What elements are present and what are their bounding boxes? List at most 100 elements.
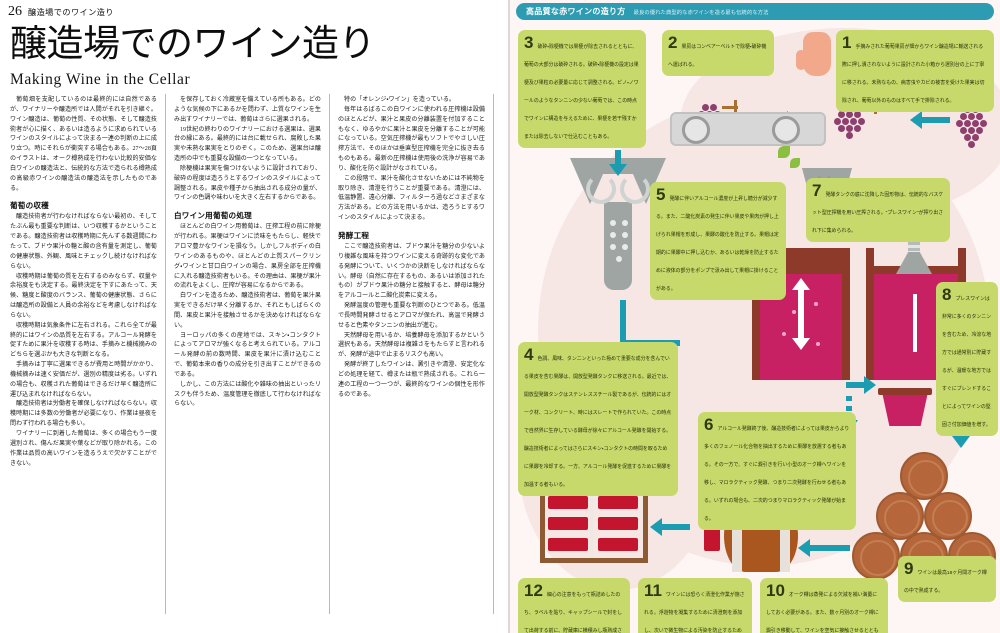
barrel-top bbox=[900, 452, 948, 500]
callout-text-4: 色調、風味、タンニンといった極めて重要な成分を含んでいる果皮を含む果醪は、開放型… bbox=[524, 357, 672, 488]
barrel-mid-left bbox=[876, 492, 924, 540]
body-paragraph: 毎年はるばるこの白ワインに使われる圧搾機は設備のほとんどが、果汁と果皮の分離装置… bbox=[338, 106, 485, 172]
arrow-head-left-1 bbox=[910, 111, 922, 129]
arrow-step1-to-2 bbox=[922, 117, 950, 123]
dashed-flow-indicator bbox=[846, 396, 852, 422]
arrow-bottle-to-rack bbox=[662, 524, 690, 530]
callout-text-7: 発酵タンクの底に沈降した固形物は、伝統的なバスケット型圧搾機を用い圧搾される。"… bbox=[812, 193, 944, 234]
arrow-crusher-to-tank bbox=[620, 300, 626, 344]
arrow-barrels-to-topping bbox=[810, 545, 850, 551]
body-paragraph: ここで醸造技術者は、ブドウ果汁を糖分の少ないより複雑な風味を持つワインに変える奇… bbox=[338, 243, 485, 300]
infographic-page: 高品質な赤ワインの造り方 最良の優れた典型的な赤ワインを造る最も伝統的な方法 bbox=[510, 0, 1000, 633]
callout-number-7: 7 bbox=[812, 181, 822, 200]
arrow-into-crusher bbox=[615, 150, 621, 166]
callout-number-5: 5 bbox=[656, 185, 666, 204]
callout-text-11: ワインには恐らく清澄化作業が施される。浮遊物を凝集するために清澄剤を添加し、次い… bbox=[644, 593, 745, 633]
callout-text-2: 果房はコンベアーベルトで除梗・破砕機へ運ばれる。 bbox=[668, 45, 767, 68]
body-paragraph: 発酵温度の管理も重要な判断のひとつである。低温で長時間発酵させるとアロマが保たれ… bbox=[338, 303, 485, 329]
callout-step-4: 4 色調、風味、タンニンといった極めて重要な成分を含んでいる果皮を含む果醪は、開… bbox=[518, 342, 678, 496]
body-paragraph: 葡萄畑を支配しているのは最終的には自然であるが、ワイナリーや醸造所では人間がそれ… bbox=[10, 97, 157, 192]
callout-number-3: 3 bbox=[524, 33, 534, 52]
page-title: 醸造場でのワイン造り Making Wine in the Cellar bbox=[10, 24, 376, 89]
body-paragraph: 醸造技術者が行わなければならない最初の、そしてたぶん最も重要な判断は、いつ収穫す… bbox=[10, 214, 157, 270]
body-paragraph: 収穫時期は気象条件に左右される。これら全てが最終的にはワインの品質を左右する。ア… bbox=[10, 322, 157, 359]
callout-text-9: ワインは最高18ヶ月間オーク樽の中で熟成する。 bbox=[904, 571, 987, 594]
callout-text-5: 発酵に伴いアルコール濃度が上昇し糖分が減少する。また、二酸化炭素の発生に伴い果皮… bbox=[656, 197, 779, 292]
running-head-text: 醸造場でのワイン造り bbox=[28, 8, 114, 17]
article-column-1: 葡萄畑を支配しているのは最終的には自然であるが、ワイナリーや醸造所では人間がそれ… bbox=[10, 94, 166, 624]
callout-step-1: 1 手摘みされた葡萄果房が畑からワイン醸造場に輸送される際に押し潰されないように… bbox=[836, 30, 994, 112]
body-paragraph: を保存しておく冷蔵室を備えている所もある。どのような気候の下にあるかを問わず、上… bbox=[174, 97, 321, 123]
body-paragraph: 収穫時期は葡萄の質を左右するのみならず、収量や余裕度をも決定する。最終決定を下す… bbox=[10, 273, 157, 319]
arrow-tank-to-press bbox=[846, 382, 868, 388]
body-paragraph: 天然酵母を用いるか、培養酵母を添加するかという選択もある。天然酵母は複雑さをもた… bbox=[338, 332, 485, 359]
section-heading: 発酵工程 bbox=[338, 230, 370, 240]
article-columns: 葡萄畑を支配しているのは最終的には自然であるが、ワイナリーや醸造所では人間がそれ… bbox=[10, 94, 502, 624]
press-wine-basin bbox=[882, 392, 928, 426]
leaf-decor-2 bbox=[790, 158, 800, 168]
callout-number-6: 6 bbox=[704, 415, 714, 434]
callout-text-1: 手摘みされた葡萄果房が畑からワイン醸造場に輸送される際に押し潰されないように設計… bbox=[842, 45, 985, 104]
infographic-banner: 高品質な赤ワインの造り方 最良の優れた典型的な赤ワインを造る最も伝統的な方法 bbox=[516, 3, 994, 20]
press-wine-basin-rim bbox=[878, 388, 932, 395]
arrow-head-down-4 bbox=[952, 436, 970, 448]
body-paragraph: 手摘みは丁寧に選果できるが費用と時間がかかり、機械摘みは速く安価だが、選別の精度… bbox=[10, 362, 157, 398]
callout-number-11: 11 bbox=[644, 581, 662, 600]
body-paragraph: 19世紀の終わりのワイナリーにおける選果は、選果台の縁にある。最終的には台に載せ… bbox=[174, 126, 321, 163]
callout-number-10: 10 bbox=[766, 581, 785, 600]
callout-step-5: 5 発酵に伴いアルコール濃度が上昇し糖分が減少する。また、二酸化炭素の発生に伴い… bbox=[650, 182, 786, 300]
body-paragraph: 特の「オレンジ・ワイン」を造っている。 bbox=[344, 97, 455, 103]
body-paragraph: ほとんどの白ワイン用葡萄は、圧搾工程の前に除梗が行われる。果梗はワインに渋味をも… bbox=[174, 224, 321, 290]
banner-subtitle: 最良の優れた典型的な赤ワインを造る最も伝統的な方法 bbox=[633, 9, 769, 16]
arrow-head-down-1 bbox=[609, 164, 627, 176]
page-gutter bbox=[508, 0, 510, 633]
callout-step-6: 6 アルコール発酵終了後、醸造技術者によっては果皮からより多くのフェノール化合物… bbox=[698, 412, 856, 530]
callout-step-11: 11 ワインには恐らく清澄化作業が施される。浮遊物を凝集するために清澄剤を添加し… bbox=[638, 578, 752, 633]
body-paragraph: 醸造技術者は労働者を確保しなければならない。収穫時期には多数の労働者が必要になり… bbox=[10, 401, 157, 428]
callout-step-8: 8 プレスワインは非常に多くのタンニンを含むため、冷涼な地方では通常別に貯蔵する… bbox=[936, 282, 998, 436]
arrow-head-right-1 bbox=[864, 376, 876, 394]
callout-step-12: 12 細心の注意をもって瓶詰めしたのち、ラベルを貼り、キャップシールで封をして出… bbox=[518, 578, 630, 633]
arrow-head-left-3 bbox=[798, 539, 810, 557]
leaf-decor-1 bbox=[778, 146, 790, 158]
body-paragraph: 白ワインを造るため、醸造技術者は、葡萄を果汁果実をできるだけ早く分離するか、それ… bbox=[174, 293, 321, 329]
callout-text-6: アルコール発酵終了後、醸造技術者によっては果皮からより多くのフェノール化合物を抽… bbox=[704, 427, 850, 522]
conveyor-roller-right bbox=[772, 116, 800, 144]
callout-step-2: 2 果房はコンベアーベルトで除梗・破砕機へ運ばれる。 bbox=[662, 30, 774, 76]
callout-step-3: 3 破砕・除梗機では果梗が除去されるとともに、葡萄の大部分は破砕される。破砕・除… bbox=[518, 30, 646, 148]
callout-number-2: 2 bbox=[668, 33, 678, 52]
left-text-page: 26 醸造場でのワイン造り 醸造場でのワイン造り Making Wine in … bbox=[8, 4, 502, 624]
callout-text-12: 細心の注意をもって瓶詰めしたのち、ラベルを貼り、キャップシールで封をして出荷する… bbox=[524, 593, 623, 633]
section-heading: 葡萄の収穫 bbox=[10, 201, 49, 211]
callout-text-8: プレスワインは非常に多くのタンニンを含むため、冷涼な地方では通常別に貯蔵するが、… bbox=[942, 297, 992, 428]
callout-text-10: オーク樽は蒸発による欠減を補い満量にしておく必要がある。また、数ヶ月別のオーク樽… bbox=[766, 593, 879, 633]
callout-number-12: 12 bbox=[524, 581, 543, 600]
callout-number-8: 8 bbox=[942, 285, 952, 304]
banner-title: 高品質な赤ワインの造り方 bbox=[526, 7, 626, 16]
callout-step-10: 10 オーク樽は蒸発による欠減を補い満量にしておく必要がある。また、数ヶ月別のオ… bbox=[760, 578, 888, 633]
body-paragraph: 発酵が終了したワインは、澱引きや清澄、安定化などの処理を経て、樽または瓶で熟成さ… bbox=[338, 362, 485, 398]
callout-text-3: 破砕・除梗機では果梗が除去されるとともに、葡萄の大部分は破砕される。破砕・除梗機… bbox=[524, 45, 639, 140]
callout-number-4: 4 bbox=[524, 345, 534, 364]
body-paragraph: ヨーロッパの多くの産地では、スキン・コンタクトによってアロマが強くなると考えられ… bbox=[174, 332, 321, 378]
body-paragraph: しかし、この方法には酸化や雑味の抽出といったリスクも伴うため、温度管理を徹底して… bbox=[174, 381, 321, 408]
body-paragraph: 除梗機は果実を傷つけないように設計されており、破砕の程度は造ろうとするワインのス… bbox=[174, 165, 321, 202]
page-number: 26 bbox=[8, 4, 22, 19]
callout-step-7: 7 発酵タンクの底に沈降した固形物は、伝統的なバスケット型圧搾機を用い圧搾される… bbox=[806, 178, 950, 242]
callout-number-1: 1 bbox=[842, 33, 852, 52]
section-heading: 白ワイン用葡萄の処理 bbox=[174, 211, 252, 221]
title-english: Making Wine in the Cellar bbox=[10, 71, 191, 89]
body-paragraph: この段階で、果汁を酸化させないためには不純物を取り除き、清澄を行うことが重要であ… bbox=[338, 175, 485, 222]
topping-barrel-hoop bbox=[732, 500, 742, 572]
hand-thumb bbox=[796, 50, 806, 70]
conveyor-roller-left bbox=[682, 116, 710, 144]
body-paragraph: ワイナリーに到着した葡萄は、多くの場合もう一度選別され、傷んだ果実や葉などが取り… bbox=[10, 431, 157, 467]
title-japanese: 醸造場でのワイン造り bbox=[10, 24, 376, 65]
barrel-mid-right bbox=[924, 492, 972, 540]
callout-step-9: 9 ワインは最高18ヶ月間オーク樽の中で熟成する。 bbox=[898, 556, 996, 602]
topping-barrel-hoop-2 bbox=[780, 500, 790, 572]
article-column-2: を保存しておく冷蔵室を備えている所もある。どのような気候の下にあるかを問わず、上… bbox=[174, 94, 330, 624]
running-head: 26 醸造場でのワイン造り bbox=[8, 4, 114, 20]
arrow-head-left-4 bbox=[650, 518, 662, 536]
